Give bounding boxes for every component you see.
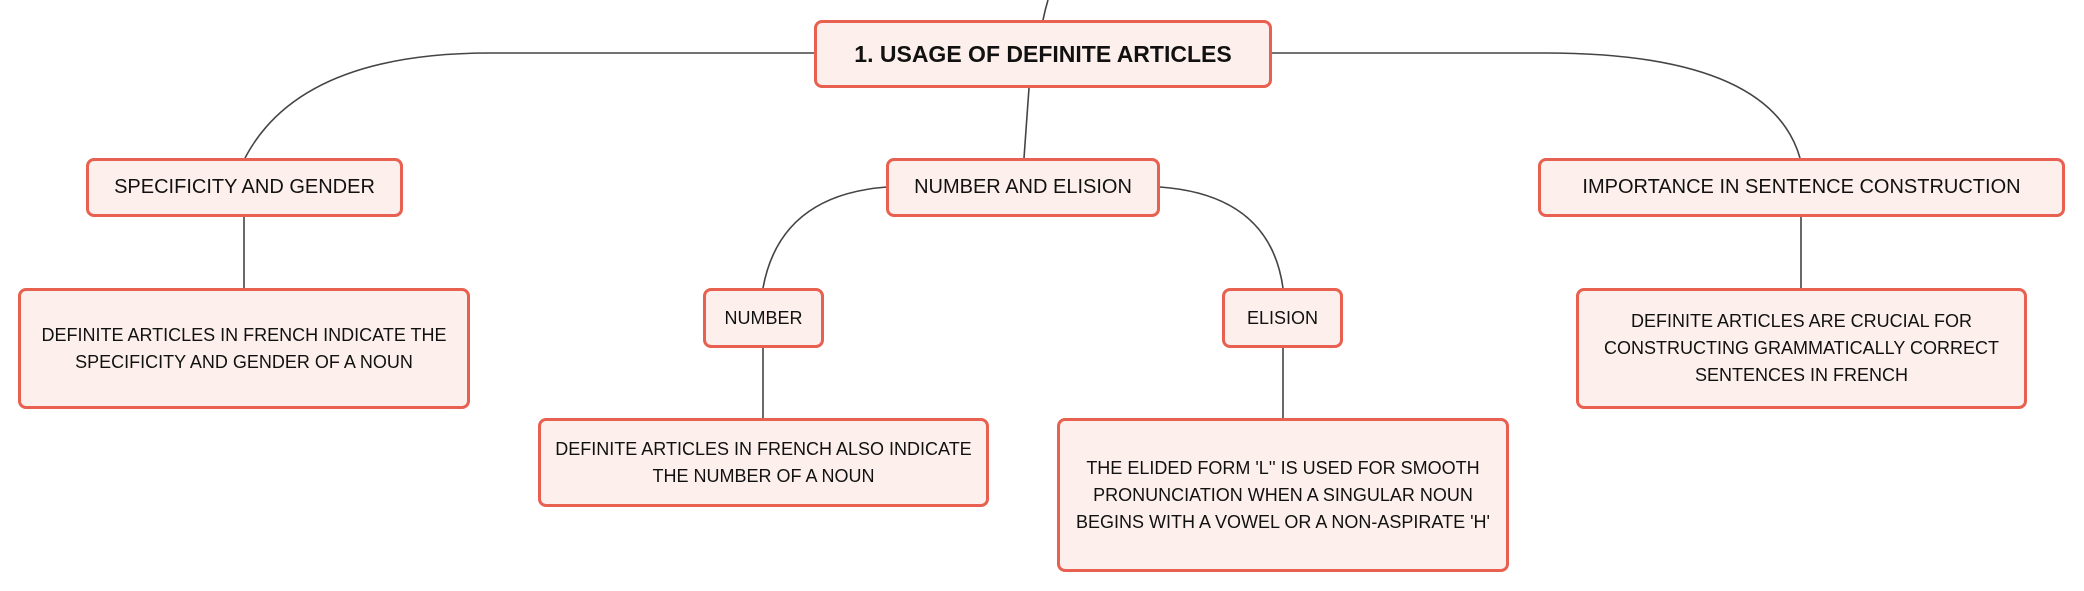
branch-number-and-elision[interactable]: NUMBER AND ELISION [886, 158, 1160, 217]
root-topic-label: 1. USAGE OF DEFINITE ARTICLES [854, 40, 1232, 67]
detail-importance-in-sentence-construction[interactable]: DEFINITE ARTICLES ARE CRUCIAL FOR CONSTR… [1576, 288, 2027, 409]
detail-number[interactable]: DEFINITE ARTICLES IN FRENCH ALSO INDICAT… [538, 418, 989, 507]
detail-text: DEFINITE ARTICLES ARE CRUCIAL FOR CONSTR… [1603, 311, 2000, 385]
subtopic-label: NUMBER [724, 307, 803, 328]
detail-text: DEFINITE ARTICLES IN FRENCH ALSO INDICAT… [555, 438, 972, 486]
subtopic-label: ELISION [1246, 307, 1319, 328]
branch-importance-in-sentence-construction[interactable]: IMPORTANCE IN SENTENCE CONSTRUCTION [1538, 158, 2065, 217]
detail-text: DEFINITE ARTICLES IN FRENCH INDICATE THE… [41, 324, 447, 372]
detail-elision[interactable]: THE ELIDED FORM 'L'' IS USED FOR SMOOTH … [1057, 418, 1509, 572]
branch-specificity-and-gender[interactable]: SPECIFICITY AND GENDER [86, 158, 403, 217]
subtopic-number[interactable]: NUMBER [703, 288, 824, 348]
subtopic-elision[interactable]: ELISION [1222, 288, 1343, 348]
detail-specificity-and-gender[interactable]: DEFINITE ARTICLES IN FRENCH INDICATE THE… [18, 288, 470, 409]
branch-label: SPECIFICITY AND GENDER [114, 176, 375, 198]
root-topic-node[interactable]: 1. USAGE OF DEFINITE ARTICLES [814, 20, 1272, 88]
branch-label: IMPORTANCE IN SENTENCE CONSTRUCTION [1582, 176, 2021, 198]
connector-root-to-number-elision [1023, 87, 1030, 159]
connector-root-to-importance [1271, 52, 1801, 159]
connector-parent-to-root [1042, 0, 1049, 21]
branch-label: NUMBER AND ELISION [914, 176, 1132, 198]
connector-number-elision-to-number [762, 186, 888, 289]
detail-text: THE ELIDED FORM 'L'' IS USED FOR SMOOTH … [1076, 457, 1490, 532]
connector-root-to-specificity [244, 52, 815, 159]
connector-number-elision-to-elision [1159, 186, 1284, 289]
